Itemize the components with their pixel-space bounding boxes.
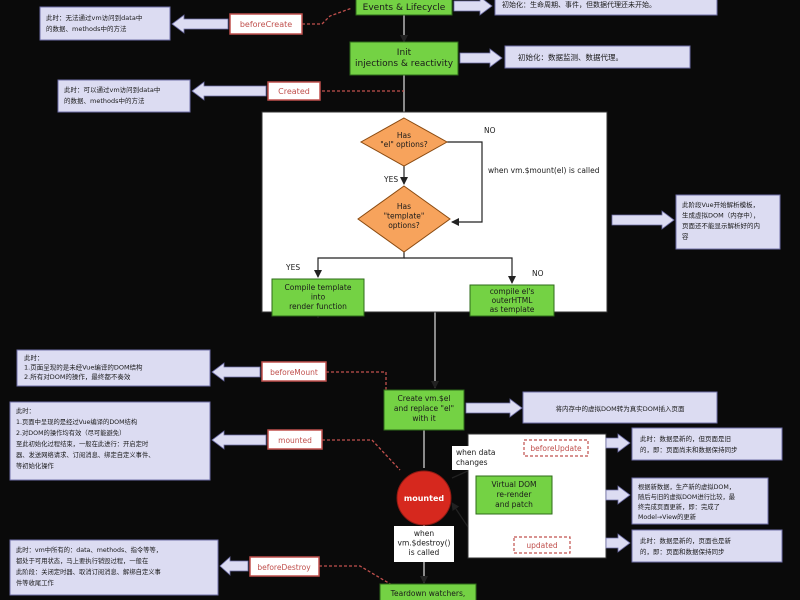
hook-updated: updated	[513, 536, 571, 554]
note-template-parse-text: 此阶段Vue开始解析模板，生成虚拟DOM（内存中），页面还不能显示解析好的内容	[682, 200, 760, 241]
stage-teardown: Teardown watchers,	[379, 583, 477, 600]
note-before-destroy: 此时：vm中所有的：data、methods、指令等等，都处于可用状态，马上要执…	[9, 539, 219, 596]
note-lifecycle: 初始化：生命周期、事件，但数据代理还未开始。	[494, 0, 718, 16]
note-updated: 此时：数据是新的，页面也是新的，即：页面和数据保持同步	[631, 529, 783, 563]
fat-arrow-before-destroy	[219, 556, 249, 576]
hook-mounted: mounted	[267, 429, 323, 450]
fat-arrow-before-create	[171, 14, 229, 34]
panel-template-yes	[314, 252, 405, 278]
note-init-text: 初始化：数据监测、数据代理。	[518, 52, 623, 62]
hook-link-before-destroy	[319, 565, 393, 586]
fat-arrow-vdom	[605, 485, 631, 505]
note-lifecycle-text: 初始化：生命周期、事件，但数据代理还未开始。	[502, 0, 656, 9]
decision-has-el-label: Has"el" options?	[380, 131, 428, 149]
panel-connectors	[314, 141, 516, 318]
hook-before-update: beforeUpdate	[523, 439, 589, 457]
decision-has-template: Has"template"options?	[357, 185, 451, 253]
note-created-text: 此时：可以通过vm访问到data中的数据、methods中的方法	[64, 85, 160, 105]
note-before-destroy-text: 此时：vm中所有的：data、methods、指令等等，都处于可用状态，马上要执…	[16, 545, 162, 587]
hook-before-mount-label: beforeMount	[270, 368, 318, 377]
hook-before-destroy-label: beforeDestroy	[257, 563, 311, 572]
hook-before-update-label: beforeUpdate	[530, 444, 582, 453]
yes-label-1: YES	[383, 175, 398, 184]
hook-before-destroy: beforeDestroy	[249, 556, 320, 577]
hook-updated-label: updated	[526, 541, 557, 550]
note-init: 初始化：数据监测、数据代理。	[504, 45, 691, 69]
fat-arrow-before-mount	[211, 362, 261, 382]
mounted-circle: mounted	[396, 470, 452, 526]
fat-arrows	[171, 0, 675, 576]
hook-link-before-create	[302, 7, 353, 25]
hook-before-mount: beforeMount	[261, 361, 327, 382]
note-create-el: 将内存中的虚拟DOM转为真实DOM插入页面	[522, 391, 718, 424]
note-before-create-text: 此时：无法通过vm访问到data中的数据、methods中的方法	[46, 13, 142, 33]
note-updated-text: 此时：数据是新的，页面也是新的，即：页面和数据保持同步	[640, 536, 732, 556]
fat-arrow-lifecycle	[453, 0, 493, 16]
note-before-update: 此时：数据是新的，但页面是旧的，即：页面尚未和数据保持同步	[631, 427, 783, 461]
fat-arrow-template	[611, 210, 675, 230]
fat-arrow-init	[459, 48, 503, 68]
no-label-2: NO	[532, 269, 544, 278]
note-created: 此时：可以通过vm访问到data中的数据、methods中的方法	[57, 79, 191, 113]
mounted-circle-label: mounted	[404, 494, 444, 503]
hook-created: Created	[267, 81, 321, 101]
hook-link-before-mount	[326, 371, 387, 390]
no-label-1: NO	[484, 126, 496, 135]
decision-has-el: Has"el" options?	[359, 117, 449, 167]
note-create-el-text: 将内存中的虚拟DOM转为真实DOM插入页面	[556, 404, 685, 413]
hook-mounted-label: mounted	[278, 436, 312, 445]
hook-before-create: beforeCreate	[229, 13, 303, 35]
note-vdom: 根据新数据，生产新的虚拟DOM，随后与旧的虚拟DOM进行比较，最终完成页面更新，…	[631, 477, 769, 525]
note-vdom-text: 根据新数据，生产新的虚拟DOM，随后与旧的虚拟DOM进行比较，最终完成页面更新，…	[638, 482, 736, 521]
hook-before-create-label: beforeCreate	[240, 20, 292, 29]
note-before-create: 此时：无法通过vm访问到data中的数据、methods中的方法	[39, 6, 171, 41]
fat-arrow-mounted	[211, 430, 267, 450]
hook-link-mounted	[322, 439, 401, 471]
note-before-update-text: 此时：数据是新的，但页面是旧的，即：页面尚未和数据保持同步	[640, 434, 738, 454]
stage-events-lifecycle-label: Events & Lifecycle	[363, 3, 446, 13]
when-mount-label: when vm.$mount(el) is called	[488, 166, 600, 175]
fat-arrow-before-update	[605, 433, 631, 453]
note-template-parse: 此阶段Vue开始解析模板，生成虚拟DOM（内存中），页面还不能显示解析好的内容	[675, 194, 781, 250]
decision-has-template-label: Has"template"options?	[384, 202, 425, 230]
fat-arrow-create-el	[465, 398, 523, 418]
fat-arrow-created	[191, 81, 267, 101]
panel-no-arrow	[447, 141, 483, 226]
panel-template-no	[404, 257, 516, 284]
hook-created-label: Created	[278, 87, 310, 96]
stage-teardown-label: Teardown watchers,	[390, 589, 466, 598]
yes-label-2: YES	[285, 263, 300, 272]
stage-events-lifecycle: Events & Lifecycle	[355, 0, 453, 16]
fat-arrow-updated	[605, 533, 631, 553]
